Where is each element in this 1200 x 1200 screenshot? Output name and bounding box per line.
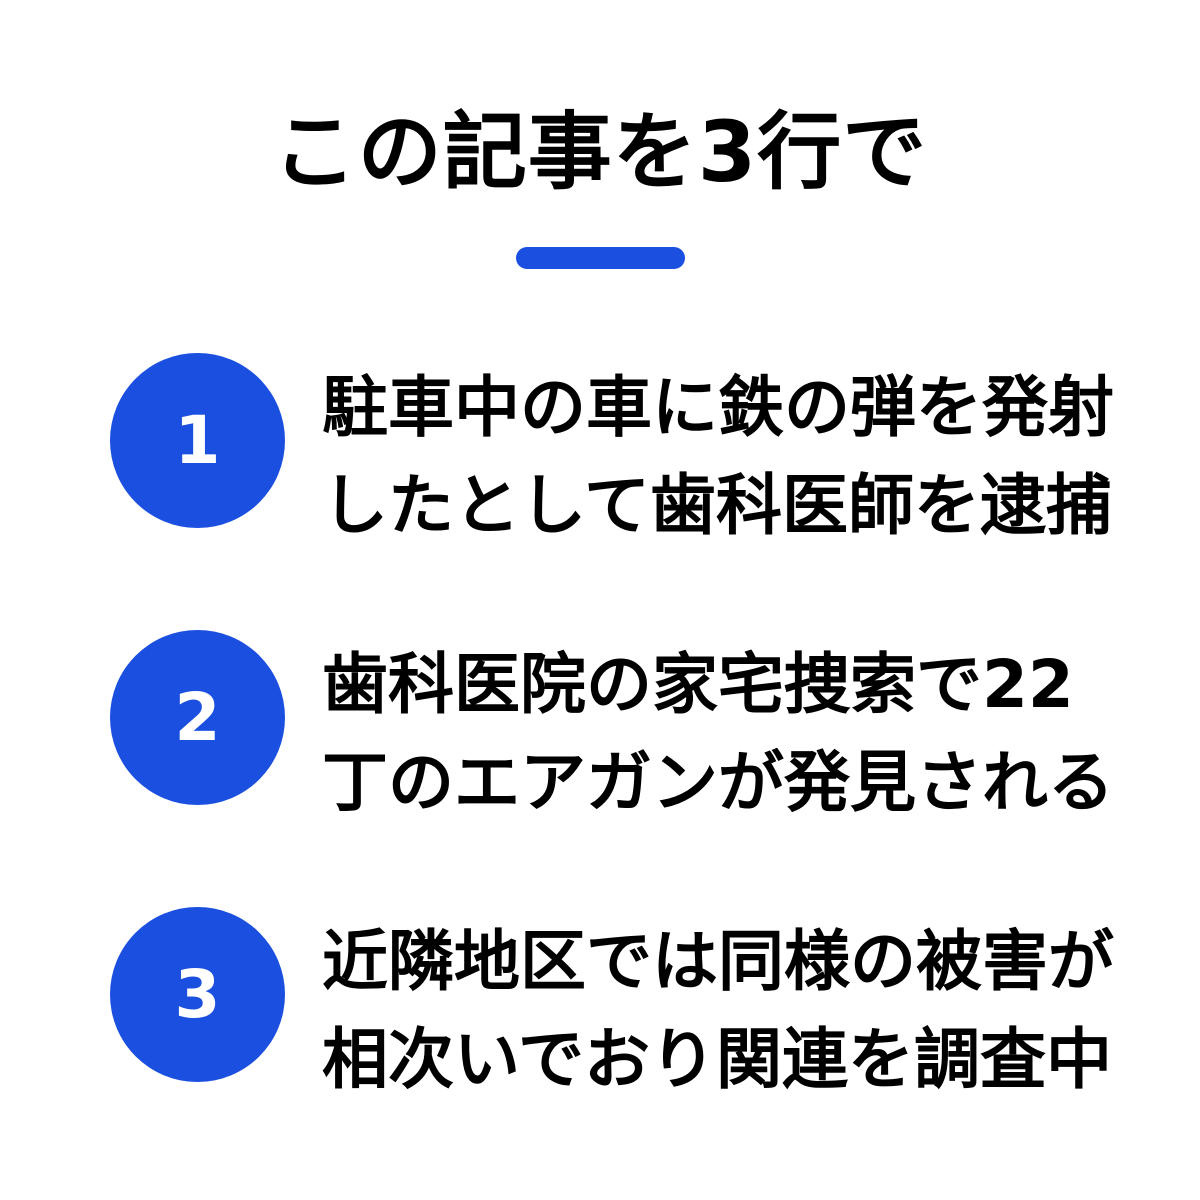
number-badge-3: 3 [110,907,285,1082]
summary-text-2: 歯科医院の家宅捜索で22 丁のエアガンが発見される [322,636,1182,832]
summary-line: 駐車中の車に鉄の弾を発射 [322,369,1114,446]
summary-line: 近隣地区では同様の被害が [322,923,1114,1000]
summary-item-1: 1 駐車中の車に鉄の弾を発射 したとして歯科医師を逮捕 [0,353,1200,544]
summary-line: したとして歯科医師を逮捕 [322,467,1113,544]
summary-item-3: 3 近隣地区では同様の被害が 相次いでおり関連を調査中 [0,907,1200,1098]
summary-item-2: 2 歯科医院の家宅捜索で22 丁のエアガンが発見される [0,630,1200,821]
summary-line: 相次いでおり関連を調査中 [322,1021,1113,1098]
summary-line: 歯科医院の家宅捜索で22 [322,646,1074,723]
summary-text-1: 駐車中の車に鉄の弾を発射 したとして歯科医師を逮捕 [322,359,1182,555]
summary-text-3: 近隣地区では同様の被害が 相次いでおり関連を調査中 [322,913,1182,1109]
number-badge-2: 2 [110,630,285,805]
summary-line: 丁のエアガンが発見される [322,744,1114,821]
number-badge-1: 1 [110,353,285,528]
page-title: この記事を3行で [272,103,928,201]
title-underline-bar [516,247,685,269]
